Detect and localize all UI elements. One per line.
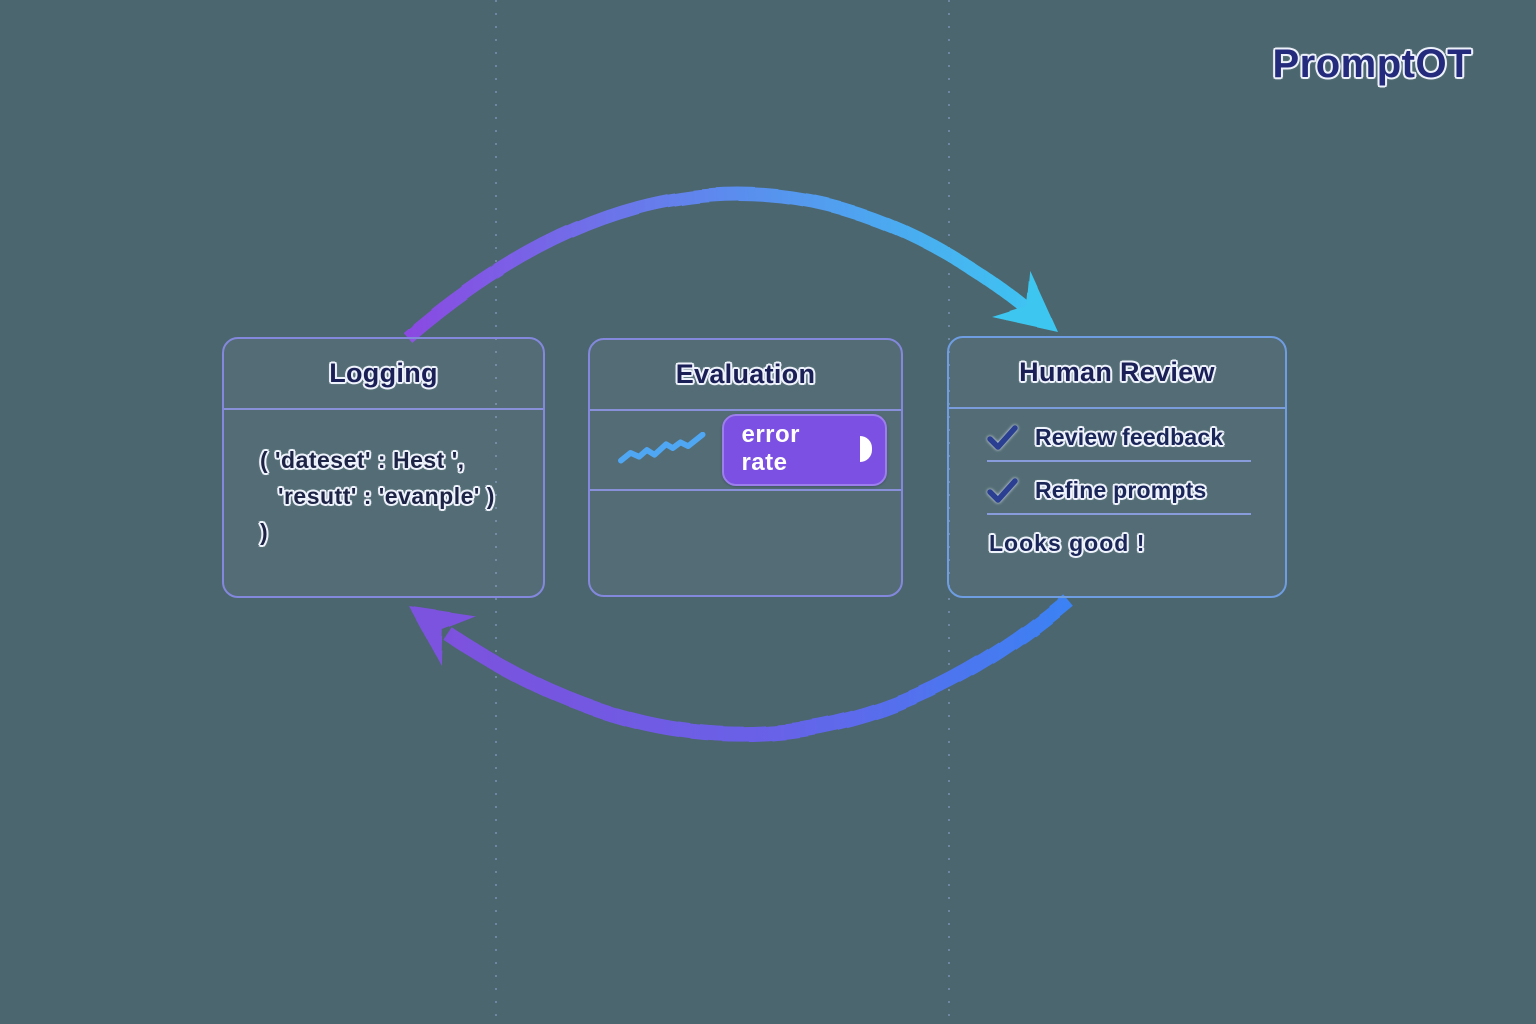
evaluation-empty-area <box>590 491 901 595</box>
human-review-card-title: Human Review <box>1019 357 1215 387</box>
human-review-body: Review feedback Refine prompts Looks goo… <box>949 409 1285 557</box>
checklist-item: Refine prompts <box>987 462 1251 515</box>
error-rate-badge: error rate <box>722 414 887 486</box>
logging-card: Logging ( 'dateset' : Hest ', 'resutt' :… <box>222 337 545 598</box>
code-line: ) <box>260 519 269 545</box>
promptot-logo: PromptOT <box>1272 42 1472 86</box>
dotted-guide-line-left <box>495 0 497 1024</box>
code-line: ( 'dateset' : Hest ', <box>260 447 465 473</box>
checklist-item: Review feedback <box>987 409 1251 462</box>
logging-title-divider <box>224 408 543 410</box>
arrow-top-curve <box>403 187 1040 343</box>
trend-sparkline-icon <box>618 432 706 464</box>
error-rate-label: error rate <box>741 421 800 476</box>
evaluation-card-title: Evaluation <box>675 359 816 389</box>
half-moon-icon <box>859 436 872 462</box>
evaluation-metric-row: error rate <box>590 411 901 489</box>
human-review-title-divider <box>949 407 1285 409</box>
logging-code-block: ( 'dateset' : Hest ', 'resutt' : 'evanpl… <box>224 410 543 550</box>
checklist-item-label: Refine prompts <box>1035 477 1207 503</box>
checklist-item-label: Review feedback <box>1035 424 1224 450</box>
evaluation-card: Evaluation error rate <box>588 338 903 597</box>
review-note: Looks good ! <box>989 530 1146 556</box>
arrow-bottom-head-icon <box>410 607 477 666</box>
checkmark-icon <box>987 425 1018 450</box>
human-review-card: Human Review Review feedback Refine prom… <box>947 336 1287 598</box>
arrow-top-head-icon <box>992 270 1058 332</box>
checkmark-icon <box>987 478 1018 503</box>
dotted-guide-line-right <box>948 0 950 1024</box>
evaluation-title-divider <box>590 409 901 411</box>
arrow-bottom-curve <box>443 594 1073 742</box>
logging-card-title: Logging <box>329 358 438 388</box>
code-line: 'resutt' : 'evanple' ) <box>278 483 495 509</box>
evaluation-metric-divider <box>590 489 901 491</box>
